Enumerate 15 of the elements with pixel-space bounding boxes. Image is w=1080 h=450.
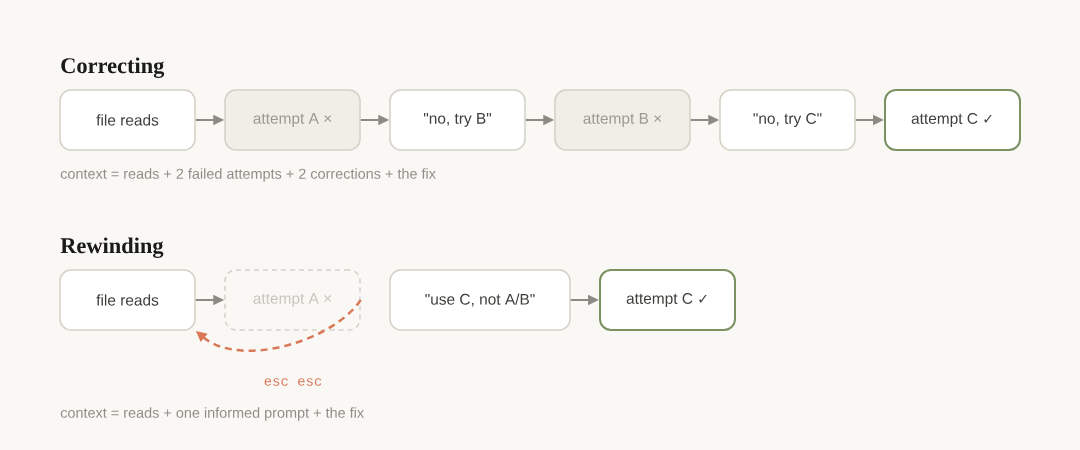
section-heading: Rewinding bbox=[60, 237, 164, 258]
step-box: "use C, not A/B" bbox=[389, 269, 571, 331]
step-box: attempt C ✓ bbox=[884, 89, 1021, 151]
step-box: file reads bbox=[59, 89, 196, 151]
dashed-box: attempt A × bbox=[224, 269, 361, 331]
context-note: context = reads + one informed prompt + the fix bbox=[60, 407, 364, 421]
step-box: attempt C ✓ bbox=[599, 269, 736, 331]
context-note: context = reads + 2 failed attempts + 2 corrections + the fix bbox=[60, 168, 436, 182]
edge-label: esc esc bbox=[261, 376, 325, 388]
step-box: attempt B × bbox=[554, 89, 691, 151]
section-heading: Correcting bbox=[61, 57, 165, 78]
step-box: "no, try C" bbox=[719, 89, 856, 151]
step-box: "no, try B" bbox=[389, 89, 526, 151]
step-box: file reads bbox=[59, 269, 196, 331]
step-box: attempt A × bbox=[224, 89, 361, 151]
